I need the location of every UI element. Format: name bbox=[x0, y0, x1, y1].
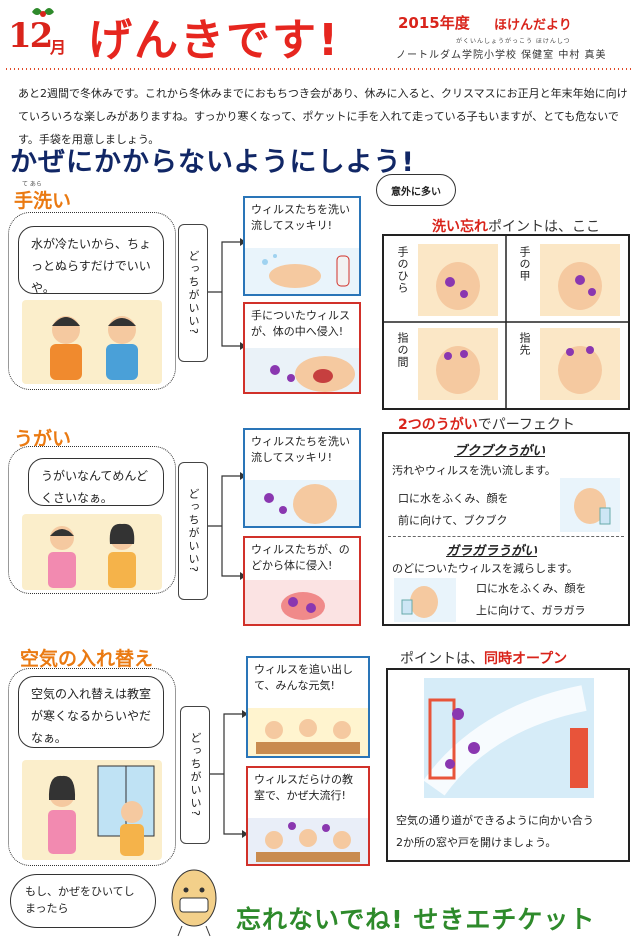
gargle-bad-card: ウィルスたちが、のどから体に侵入! bbox=[243, 536, 361, 626]
handwash-speech: 水が冷たいから、ちょっとぬらすだけでいいや。 bbox=[18, 226, 164, 295]
airflow-illustration bbox=[424, 678, 594, 798]
bukubuku-how-1: 口に水をふくみ、顔を bbox=[398, 492, 509, 505]
gargle-heading: うがい bbox=[14, 428, 72, 450]
ventilation-good-text: ウィルスを追い出して、みんな元気! bbox=[254, 663, 353, 692]
ventilation-heading: 空気の入れ替え bbox=[20, 648, 154, 670]
label-fingertips: 指先 bbox=[518, 332, 531, 356]
label-back-of-hand: 手の甲 bbox=[518, 246, 531, 282]
garagara-title: ガラガラうがい bbox=[446, 544, 538, 559]
ventilation-tip-title-rest: ポイントは、 bbox=[400, 651, 484, 667]
sick-classroom-illustration bbox=[248, 818, 368, 864]
gargle-good-card: ウィルスたちを洗い流してスッキリ! bbox=[243, 428, 361, 528]
ventilation-tip-desc-2: 2か所の窓や戸を開けましょう。 bbox=[396, 836, 557, 849]
handwash-good-text: ウィルスたちを洗い流してスッキリ! bbox=[251, 203, 350, 232]
gargle-good-text: ウィルスたちを洗い流してスッキリ! bbox=[251, 435, 350, 464]
garagara-desc: のどについたウィルスを減らします。 bbox=[392, 562, 578, 575]
cold-classroom-illustration bbox=[22, 760, 162, 860]
holly-icon bbox=[32, 8, 54, 17]
garagara-illustration bbox=[394, 578, 456, 622]
throat-virus-illustration bbox=[245, 580, 359, 624]
hand-points-illustration bbox=[384, 236, 628, 408]
ventilation-tip-title: ポイントは、同時オープン bbox=[400, 648, 567, 668]
ventilation-bad-text: ウィルスだらけの教室で、かぜ大流行! bbox=[254, 773, 353, 802]
handwash-tip-box: 手のひら 手の甲 指の間 指先 bbox=[382, 234, 630, 410]
ventilation-tip-box: 空気の通り道ができるように向かい合う 2か所の窓や戸を開けましょう。 bbox=[386, 668, 630, 862]
gargling-face-illustration bbox=[245, 480, 359, 526]
label-palm: 手のひら bbox=[396, 246, 409, 294]
gargle-tip-title: 2つのうがいでパーフェクト bbox=[398, 414, 575, 434]
label-between-fingers: 指の間 bbox=[396, 332, 409, 368]
handwash-ruby: て あら bbox=[22, 181, 42, 188]
ventilation-tip-desc-1: 空気の通り道ができるように向かい合う bbox=[396, 814, 594, 827]
washing-hands-illustration bbox=[245, 248, 359, 294]
handwash-bad-text: 手についたウィルスが、体の中へ侵入! bbox=[251, 309, 350, 338]
ventilation-bad-card: ウィルスだらけの教室で、かぜ大流行! bbox=[246, 766, 370, 866]
handwash-heading: 手洗い bbox=[14, 190, 72, 212]
bukubuku-how-2: 前に向けて、ブクブク bbox=[398, 514, 508, 527]
gargle-divider bbox=[388, 536, 624, 537]
ventilation-tip-title-red: 同時オープン bbox=[484, 651, 568, 667]
newsletter-name: ほけんだより bbox=[494, 18, 572, 33]
bukubuku-illustration bbox=[560, 478, 620, 532]
ventilation-arrows bbox=[210, 710, 248, 838]
gargle-tip-box: ブクブクうがい 汚れやウィルスを洗い流します。 口に水をふくみ、顔を 前に向けて… bbox=[382, 432, 630, 626]
egg-mascot-icon bbox=[171, 869, 217, 937]
handwash-tip-title: 洗い忘れポイントは、ここ bbox=[432, 216, 600, 236]
ventilation-good-card: ウィルスを追い出して、みんな元気! bbox=[246, 656, 370, 758]
handwash-bad-card: 手についたウィルスが、体の中へ侵入! bbox=[243, 302, 361, 394]
school-name: ノートルダム学院小学校 保健室 中村 真美 bbox=[396, 50, 607, 61]
gargle-arrows bbox=[208, 472, 246, 580]
handwash-arrows bbox=[208, 238, 246, 350]
garagara-how-2: 上に向けて、ガラガラ bbox=[476, 604, 586, 617]
month-unit: 月 bbox=[50, 38, 67, 57]
handwash-which-label: どっちがいい? bbox=[178, 224, 208, 362]
gargle-speech: うがいなんてめんどくさいなぁ。 bbox=[28, 458, 164, 506]
headline: かぜにかからないようにしよう! bbox=[10, 147, 415, 178]
footer-slogan: 忘れないでね! せきエチケット bbox=[236, 905, 596, 934]
ventilation-speech: 空気の入れ替えは教室が寒くなるからいやだなぁ。 bbox=[18, 676, 164, 748]
children-gargling-illustration bbox=[22, 514, 162, 590]
footer-bubble: もし、かぜをひいてしまったら bbox=[10, 874, 156, 928]
virus-entering-illustration bbox=[245, 348, 359, 392]
handwash-callout: 意外に多い bbox=[376, 174, 456, 206]
gargle-which-label: どっちがいい? bbox=[178, 462, 208, 600]
healthy-classroom-illustration bbox=[248, 708, 368, 756]
school-ruby: がくいんしょうがっこう ほけんしつ bbox=[456, 38, 571, 45]
ventilation-which-label: どっちがいい? bbox=[180, 706, 210, 844]
children-washing-illustration bbox=[22, 300, 162, 384]
gargle-tip-title-red: 2つのうがい bbox=[398, 417, 478, 433]
fiscal-year: 2015年度 bbox=[398, 14, 470, 32]
page-title: げんきです! bbox=[88, 15, 341, 66]
handwash-good-card: ウィルスたちを洗い流してスッキリ! bbox=[243, 196, 361, 296]
gargle-bad-text: ウィルスたちが、のどから体に侵入! bbox=[251, 543, 350, 572]
gargle-tip-title-rest: でパーフェクト bbox=[477, 417, 575, 433]
bukubuku-title: ブクブクうがい bbox=[454, 444, 546, 459]
intro-paragraph: あと2週間で冬休みです。これから冬休みまでにおもちつき会があり、休みに入ると、ク… bbox=[18, 87, 628, 146]
garagara-how-1: 口に水をふくみ、顔を bbox=[476, 582, 587, 595]
bukubuku-desc: 汚れやウィルスを洗い流します。 bbox=[392, 464, 556, 477]
header-divider bbox=[6, 68, 634, 70]
handwash-tip-title-red: 洗い忘れ bbox=[432, 219, 488, 235]
month-number: 12 bbox=[8, 16, 53, 56]
handwash-tip-title-rest: ポイントは、ここ bbox=[488, 219, 600, 235]
